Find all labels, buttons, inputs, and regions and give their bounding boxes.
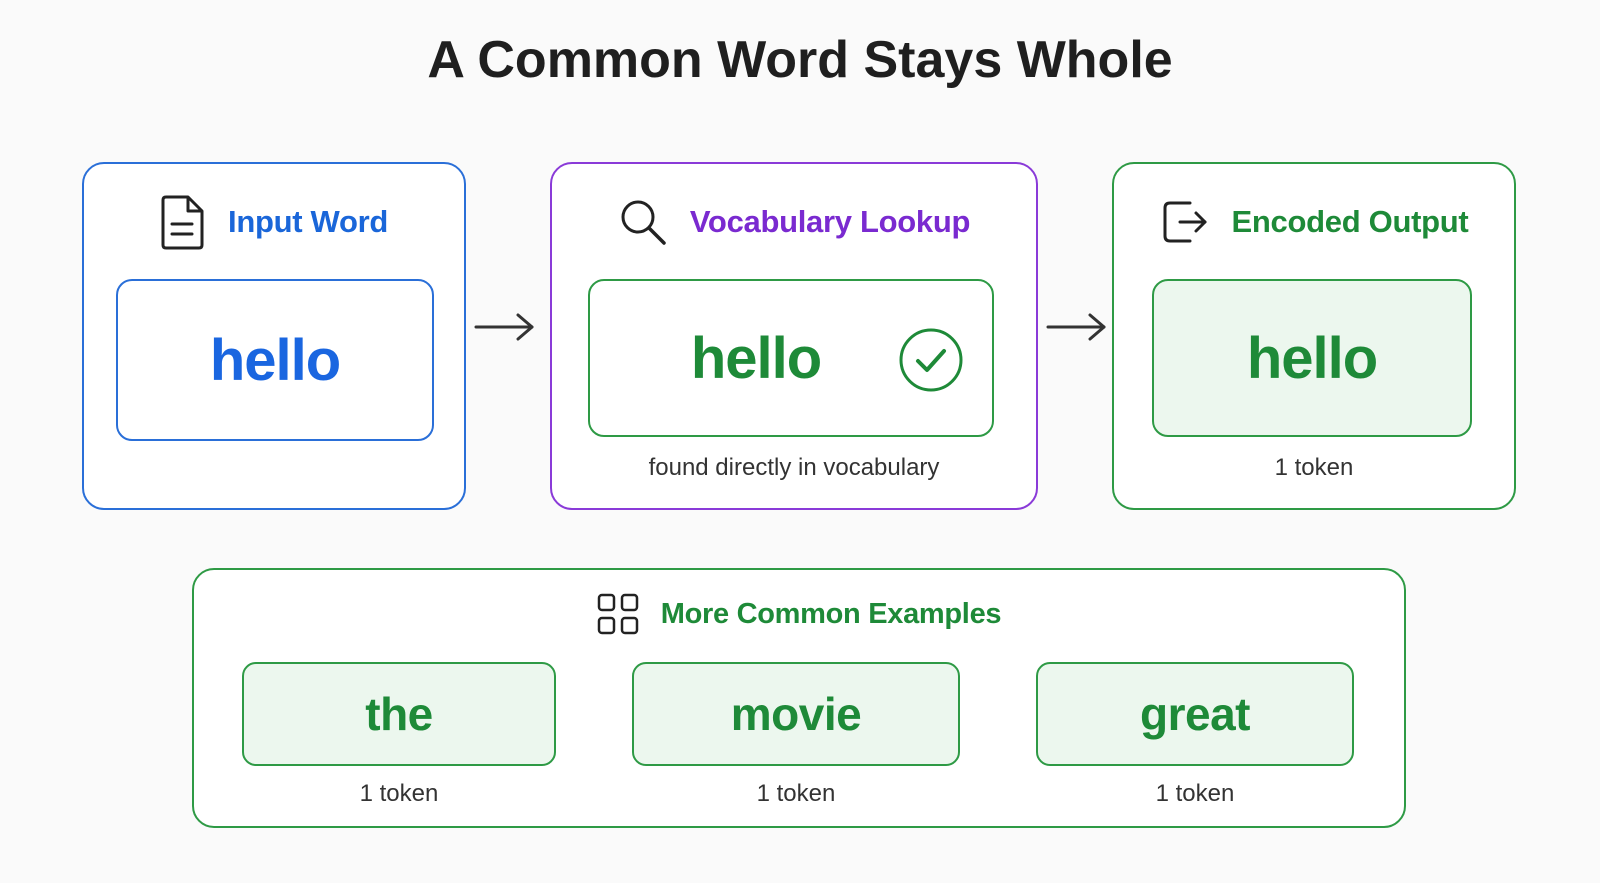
example-word: the xyxy=(365,688,433,740)
lookup-caption: found directly in vocabulary xyxy=(648,454,940,481)
output-word: hello xyxy=(1246,325,1378,391)
input-word: hello xyxy=(209,327,341,393)
input-word-title: Input Word xyxy=(228,204,388,239)
vocabulary-lookup-header: Vocabulary Lookup xyxy=(552,192,1036,252)
page-title: A Common Word Stays Whole xyxy=(427,31,1173,89)
example-word: great xyxy=(1140,688,1250,740)
example-box: the xyxy=(242,662,556,766)
example-word: movie xyxy=(730,688,862,740)
more-examples-title: More Common Examples xyxy=(660,597,1002,630)
arrow-right-icon xyxy=(1046,313,1106,341)
input-word-box: hello xyxy=(116,279,434,441)
example-caption: 1 token xyxy=(1155,780,1235,807)
more-examples-header: More Common Examples xyxy=(194,584,1404,644)
example-caption: 1 token xyxy=(359,780,439,807)
vocabulary-lookup-panel: Vocabulary Lookup hello found directly i… xyxy=(550,162,1038,510)
document-icon xyxy=(160,194,206,250)
check-circle-icon xyxy=(898,327,964,398)
input-word-panel: Input Word hello xyxy=(82,162,466,510)
output-caption: 1 token xyxy=(1274,454,1354,481)
vocabulary-lookup-title: Vocabulary Lookup xyxy=(689,204,971,239)
arrow-right-icon xyxy=(474,313,534,341)
output-icon xyxy=(1160,197,1210,247)
input-word-header: Input Word xyxy=(84,192,464,252)
encoded-output-header: Encoded Output xyxy=(1114,192,1514,252)
example-caption: 1 token xyxy=(756,780,836,807)
encoded-output-title: Encoded Output xyxy=(1231,204,1469,239)
output-word-box: hello xyxy=(1152,279,1472,437)
search-icon xyxy=(618,197,668,247)
example-box: great xyxy=(1036,662,1354,766)
example-box: movie xyxy=(632,662,960,766)
more-examples-panel: More Common Examples the 1 token movie 1… xyxy=(192,568,1406,828)
lookup-word-box: hello xyxy=(588,279,994,437)
encoded-output-panel: Encoded Output hello 1 token xyxy=(1112,162,1516,510)
lookup-word: hello xyxy=(690,325,822,391)
grid-icon xyxy=(597,593,639,635)
